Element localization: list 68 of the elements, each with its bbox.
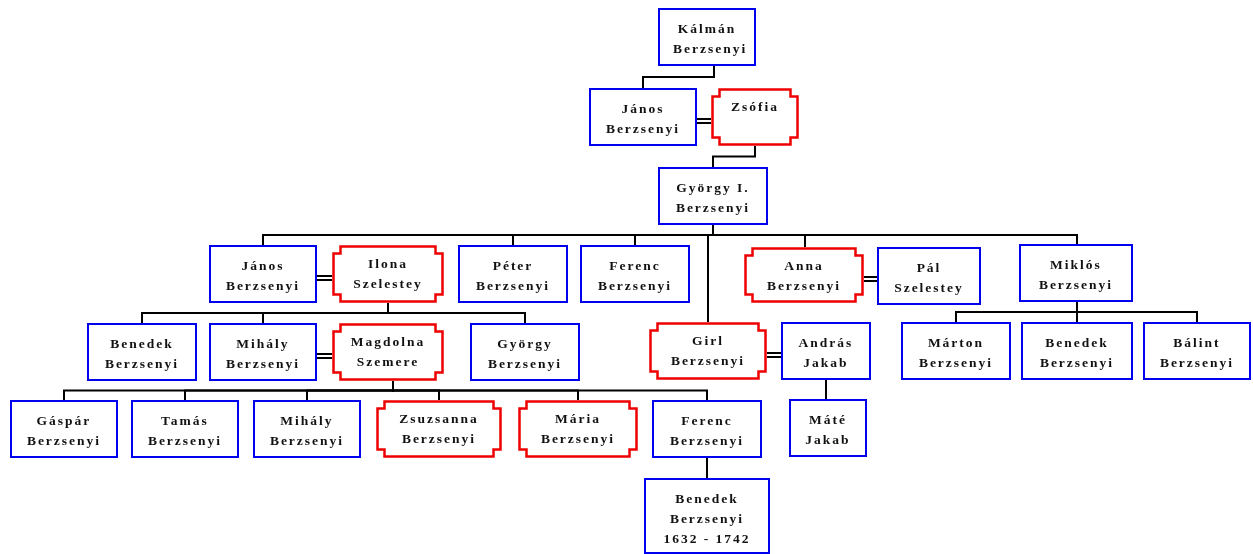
person-name: Bálint Berzsenyi xyxy=(1158,334,1236,372)
marriage-line xyxy=(696,118,712,124)
person-box xyxy=(711,88,799,146)
person-box xyxy=(901,322,1011,380)
person-name: György Berzsenyi xyxy=(486,335,564,373)
person-box xyxy=(332,323,444,381)
person-box xyxy=(580,245,690,303)
person-name: György I. Berzsenyi xyxy=(674,179,752,217)
person-name: Benedek Berzsenyi xyxy=(668,490,746,528)
person-name: Girl Berzsenyi xyxy=(669,332,747,370)
person-box xyxy=(10,400,118,458)
person-box xyxy=(877,247,981,305)
person-name: Zsófia xyxy=(731,98,779,116)
person-name: Máté Jakab xyxy=(804,411,852,449)
person-box xyxy=(744,247,864,303)
connector-line xyxy=(1076,301,1198,323)
person-name: Pál Szelestey xyxy=(893,259,965,297)
connector-line xyxy=(712,145,756,168)
person-box xyxy=(781,322,871,380)
person-name: Benedek Berzsenyi xyxy=(103,335,181,373)
person-name: 1632 - 1742 xyxy=(663,530,751,548)
person-name: Magdolna Szemere xyxy=(349,333,427,371)
person-box xyxy=(131,400,239,458)
connector-line xyxy=(387,302,526,324)
person-name: Ilona Szelestey xyxy=(352,255,424,293)
marriage-line xyxy=(863,276,878,282)
person-name: Mária Berzsenyi xyxy=(539,410,617,448)
person-box xyxy=(209,245,317,303)
person-box xyxy=(458,245,568,303)
person-name: Mihály Berzsenyi xyxy=(224,335,302,373)
connector-line xyxy=(706,457,708,479)
person-box xyxy=(649,322,767,380)
person-box xyxy=(518,400,638,458)
person-box xyxy=(376,400,502,458)
person-box xyxy=(789,399,867,457)
person-name: Ferenc Berzsenyi xyxy=(668,412,746,450)
person-name: Zsuzsanna Berzsenyi xyxy=(398,410,480,448)
connector-line xyxy=(825,379,827,400)
person-box xyxy=(87,323,197,381)
marriage-line xyxy=(766,352,782,358)
person-name: Benedek Berzsenyi xyxy=(1038,334,1116,372)
person-box xyxy=(658,8,756,66)
marriage-line xyxy=(316,275,333,281)
person-name: Anna Berzsenyi xyxy=(765,257,843,295)
person-name: András Jakab xyxy=(797,334,855,372)
person-name: Miklós Berzsenyi xyxy=(1037,256,1115,294)
person-box xyxy=(652,400,762,458)
person-name: Gáspár Berzsenyi xyxy=(25,412,103,450)
person-box xyxy=(209,323,317,381)
person-name: Tamás Berzsenyi xyxy=(146,412,224,450)
person-name: Ferenc Berzsenyi xyxy=(596,257,674,295)
person-box xyxy=(253,400,361,458)
person-name: Márton Berzsenyi xyxy=(917,334,995,372)
person-box xyxy=(658,167,768,225)
connector-line xyxy=(392,380,708,401)
person-box xyxy=(1019,244,1133,302)
person-box xyxy=(1143,322,1251,380)
person-name: János Berzsenyi xyxy=(604,100,682,138)
person-box xyxy=(332,245,444,303)
person-box xyxy=(470,323,580,381)
connector-line xyxy=(642,65,715,89)
person-box xyxy=(589,88,697,146)
person-box xyxy=(644,478,770,554)
person-box xyxy=(1021,322,1133,380)
person-name: Péter Berzsenyi xyxy=(474,257,552,295)
person-name: János Berzsenyi xyxy=(224,257,302,295)
person-name: Mihály Berzsenyi xyxy=(268,412,346,450)
marriage-line xyxy=(316,353,333,359)
